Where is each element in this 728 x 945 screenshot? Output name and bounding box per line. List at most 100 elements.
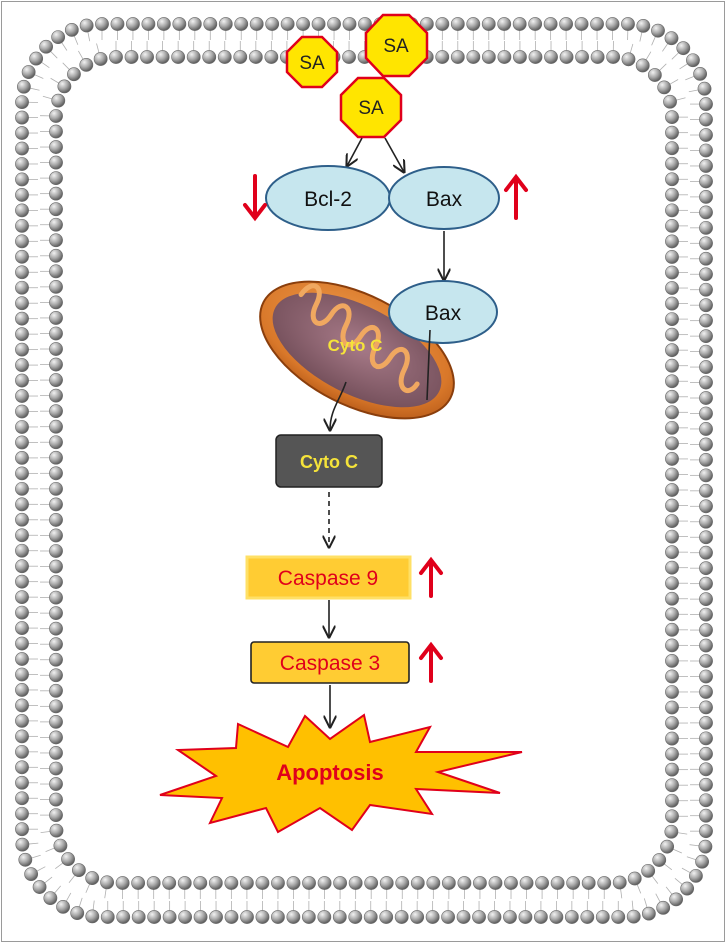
lipid-head <box>665 187 679 202</box>
lipid-head <box>699 220 713 235</box>
lipid-head <box>115 876 130 890</box>
lipid-head <box>665 405 679 420</box>
lipid-head <box>49 311 63 325</box>
lipid-head <box>49 140 63 154</box>
caspase9-label: Caspase 9 <box>278 567 378 590</box>
cytoc-released-label: Cyto C <box>300 452 358 472</box>
lipid-head <box>466 50 481 64</box>
lipid-head <box>43 891 58 906</box>
lipid-head <box>15 172 29 187</box>
lipid-head <box>15 729 29 744</box>
bax-mito-label: Bax <box>425 302 462 325</box>
lipid-head <box>699 499 713 514</box>
lipid-head <box>15 806 29 821</box>
lipid-head <box>203 17 218 31</box>
lipid-head <box>699 452 713 467</box>
down-arrow-icon <box>243 174 267 222</box>
lipid-head <box>590 50 605 64</box>
lipid-head <box>665 762 679 777</box>
lipid-head <box>249 17 264 31</box>
lipid-head <box>512 17 527 31</box>
lipid-head <box>697 81 712 96</box>
lipid-head <box>699 592 713 607</box>
lipid-head <box>699 205 713 220</box>
lipid-head <box>663 94 677 109</box>
lipid-head <box>333 876 348 890</box>
lipid-head <box>15 95 29 109</box>
lipid-head <box>699 762 713 777</box>
bax-insertion-line <box>426 329 431 401</box>
lipid-head <box>693 66 708 81</box>
lipid-head <box>21 65 36 79</box>
lipid-head <box>689 868 703 883</box>
lipid-head <box>15 497 29 512</box>
apoptosis-burst: Apoptosis <box>159 713 523 834</box>
lipid-head <box>18 852 33 867</box>
lipid-head <box>15 157 29 171</box>
lipid-head <box>699 189 713 204</box>
caspase3-label: Caspase 3 <box>280 652 380 675</box>
lipid-head <box>699 824 713 839</box>
lipid-head <box>15 358 29 372</box>
lipid-head <box>162 876 177 890</box>
lipid-head <box>15 141 29 156</box>
lipid-head <box>15 342 29 357</box>
lipid-head <box>15 203 29 218</box>
lipid-head <box>410 910 425 924</box>
lipid-head <box>543 17 558 31</box>
lipid-head <box>140 50 154 64</box>
lipid-head <box>665 591 679 606</box>
lipid-head <box>49 621 63 636</box>
lipid-head <box>699 793 713 808</box>
lipid-head <box>665 125 679 140</box>
lipid-head <box>441 910 455 924</box>
bcl2-node: Bcl-2 <box>265 165 391 231</box>
apoptosis-label: Apoptosis <box>276 760 384 785</box>
lipid-head <box>441 876 456 890</box>
lipid-head <box>665 685 679 699</box>
lipid-head <box>641 863 656 878</box>
lipid-head <box>699 422 713 436</box>
lipid-head <box>29 51 44 66</box>
lipid-head <box>302 876 316 890</box>
lipid-head <box>363 910 378 924</box>
lipid-head <box>699 391 713 405</box>
lipid-head <box>699 623 713 637</box>
lipid-head <box>348 876 363 890</box>
lipid-head <box>141 17 156 31</box>
lipid-head <box>699 128 713 142</box>
lipid-head <box>665 467 679 482</box>
lipid-head <box>665 250 679 264</box>
lipid-head <box>155 50 170 64</box>
lipid-head <box>410 876 425 890</box>
bax-label: Bax <box>426 188 463 211</box>
lipid-head <box>317 876 332 890</box>
lipid-head <box>15 296 29 311</box>
lipid-head <box>606 50 621 64</box>
lipid-head <box>497 50 512 64</box>
lipid-head <box>395 876 410 890</box>
lipid-head <box>317 910 332 924</box>
lipid-head <box>699 731 713 746</box>
lipid-head <box>49 404 63 419</box>
lipid-head <box>332 910 347 924</box>
lipid-head <box>49 746 63 760</box>
lipid-head <box>15 744 29 759</box>
lipid-head <box>665 343 679 358</box>
caspase9-box: Caspase 9 <box>245 555 412 600</box>
lipid-head <box>15 466 29 481</box>
lipid-head <box>49 466 63 481</box>
sa-molecule: SA <box>364 13 429 78</box>
lipid-head <box>669 892 684 907</box>
lipid-head <box>699 282 713 297</box>
lipid-head <box>699 468 713 483</box>
lipid-head <box>49 419 63 434</box>
sa-molecule: SA <box>285 35 339 89</box>
lipid-head <box>680 881 695 896</box>
lipid-head <box>394 910 409 924</box>
lipid-head <box>24 867 39 882</box>
lipid-head <box>426 876 441 890</box>
lipid-head <box>699 607 713 622</box>
lipid-head <box>15 420 29 434</box>
lipid-head <box>665 452 679 466</box>
